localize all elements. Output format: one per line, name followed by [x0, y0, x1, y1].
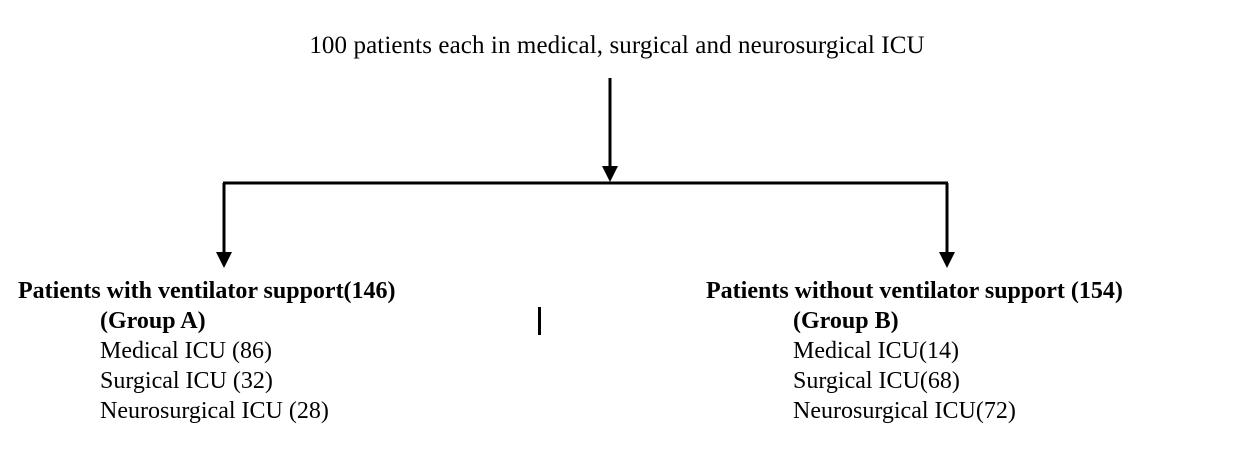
- branch-group-b: Patients without ventilator support (154…: [706, 276, 1123, 426]
- branch-b-item-list: Medical ICU(14) Surgical ICU(68) Neurosu…: [706, 336, 1123, 426]
- right-branch-arrowhead: [939, 252, 955, 268]
- branch-b-item-surgical: Surgical ICU(68): [793, 368, 960, 394]
- branch-b-item-neurosurgical: Neurosurgical ICU(72): [793, 398, 1016, 424]
- trunk-arrowhead: [602, 166, 618, 182]
- branch-a-group-label: (Group A): [100, 308, 206, 334]
- left-branch-arrowhead: [216, 252, 232, 268]
- branch-a-item-list: Medical ICU (86) Surgical ICU (32) Neuro…: [18, 336, 396, 426]
- text-caret-artifact: [538, 307, 541, 335]
- branch-b-heading: Patients without ventilator support (154…: [706, 278, 1123, 304]
- root-node-label: 100 patients each in medical, surgical a…: [309, 32, 925, 59]
- branch-a-heading: Patients with ventilator support(146): [18, 278, 396, 304]
- branch-a-item-surgical: Surgical ICU (32): [100, 368, 273, 394]
- branch-group-a: Patients with ventilator support(146) (G…: [18, 276, 396, 426]
- branch-a-item-neurosurgical: Neurosurgical ICU (28): [100, 398, 329, 424]
- branch-b-item-medical: Medical ICU(14): [793, 338, 959, 364]
- branch-a-item-medical: Medical ICU (86): [100, 338, 272, 364]
- branch-b-group-label: (Group B): [793, 308, 899, 334]
